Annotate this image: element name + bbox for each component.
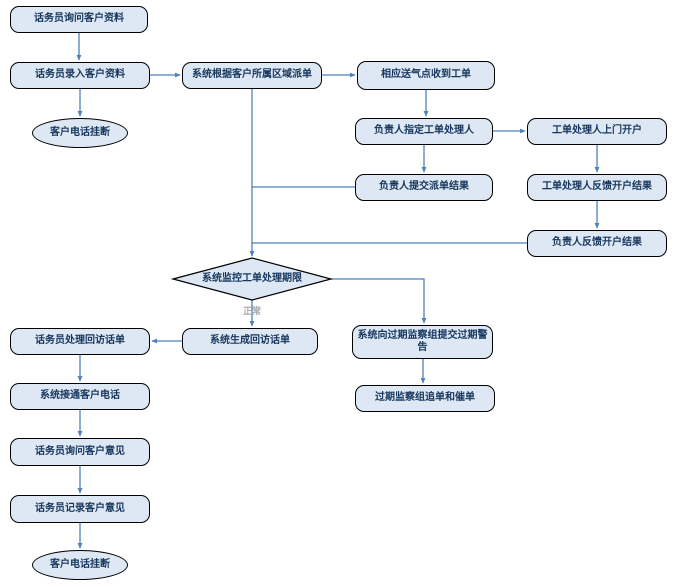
node-dispatch-by-region: 系统根据客户所属区域派单	[182, 62, 322, 89]
node-monitor-deadline-label: 系统监控工单处理期限	[202, 272, 302, 284]
node-handle-callback-sheet: 话务员处理回访话单	[10, 328, 150, 355]
node-enter-customer-info: 话务员录入客户资料	[10, 62, 150, 89]
node-connect-customer-call: 系统接通客户电话	[10, 383, 150, 410]
node-generate-callback-sheet: 系统生成回访话单	[182, 328, 318, 355]
node-gas-point-receive-order: 相应送气点收到工单	[357, 61, 495, 90]
edge-label-normal: 正常	[242, 307, 261, 317]
node-customer-hangup-top: 客户电话挂断	[32, 118, 128, 148]
node-overdue-chase: 过期监察组追单和催单	[355, 385, 495, 412]
node-handler-onsite-open: 工单处理人上门开户	[527, 118, 667, 145]
node-record-customer-opinion: 话务员记录客户意见	[10, 495, 150, 523]
node-customer-hangup-bottom: 客户电话挂断	[32, 550, 128, 580]
node-assign-order-handler: 负责人指定工单处理人	[355, 118, 493, 145]
node-ask-customer-info: 话务员询问客户资料	[10, 6, 148, 33]
node-overdue-warning: 系统向过期监察组提交过期警告	[352, 325, 493, 359]
edge-monitor-to-warning	[331, 278, 427, 324]
node-submit-dispatch-result: 负责人提交派单结果	[355, 174, 493, 201]
node-handler-feedback-result: 工单处理人反馈开户结果	[527, 174, 667, 201]
node-leader-feedback-result: 负责人反馈开户结果	[527, 230, 667, 257]
decision-monitor-deadline-shape	[170, 257, 334, 301]
node-ask-customer-opinion: 话务员询问客户意见	[10, 438, 150, 466]
